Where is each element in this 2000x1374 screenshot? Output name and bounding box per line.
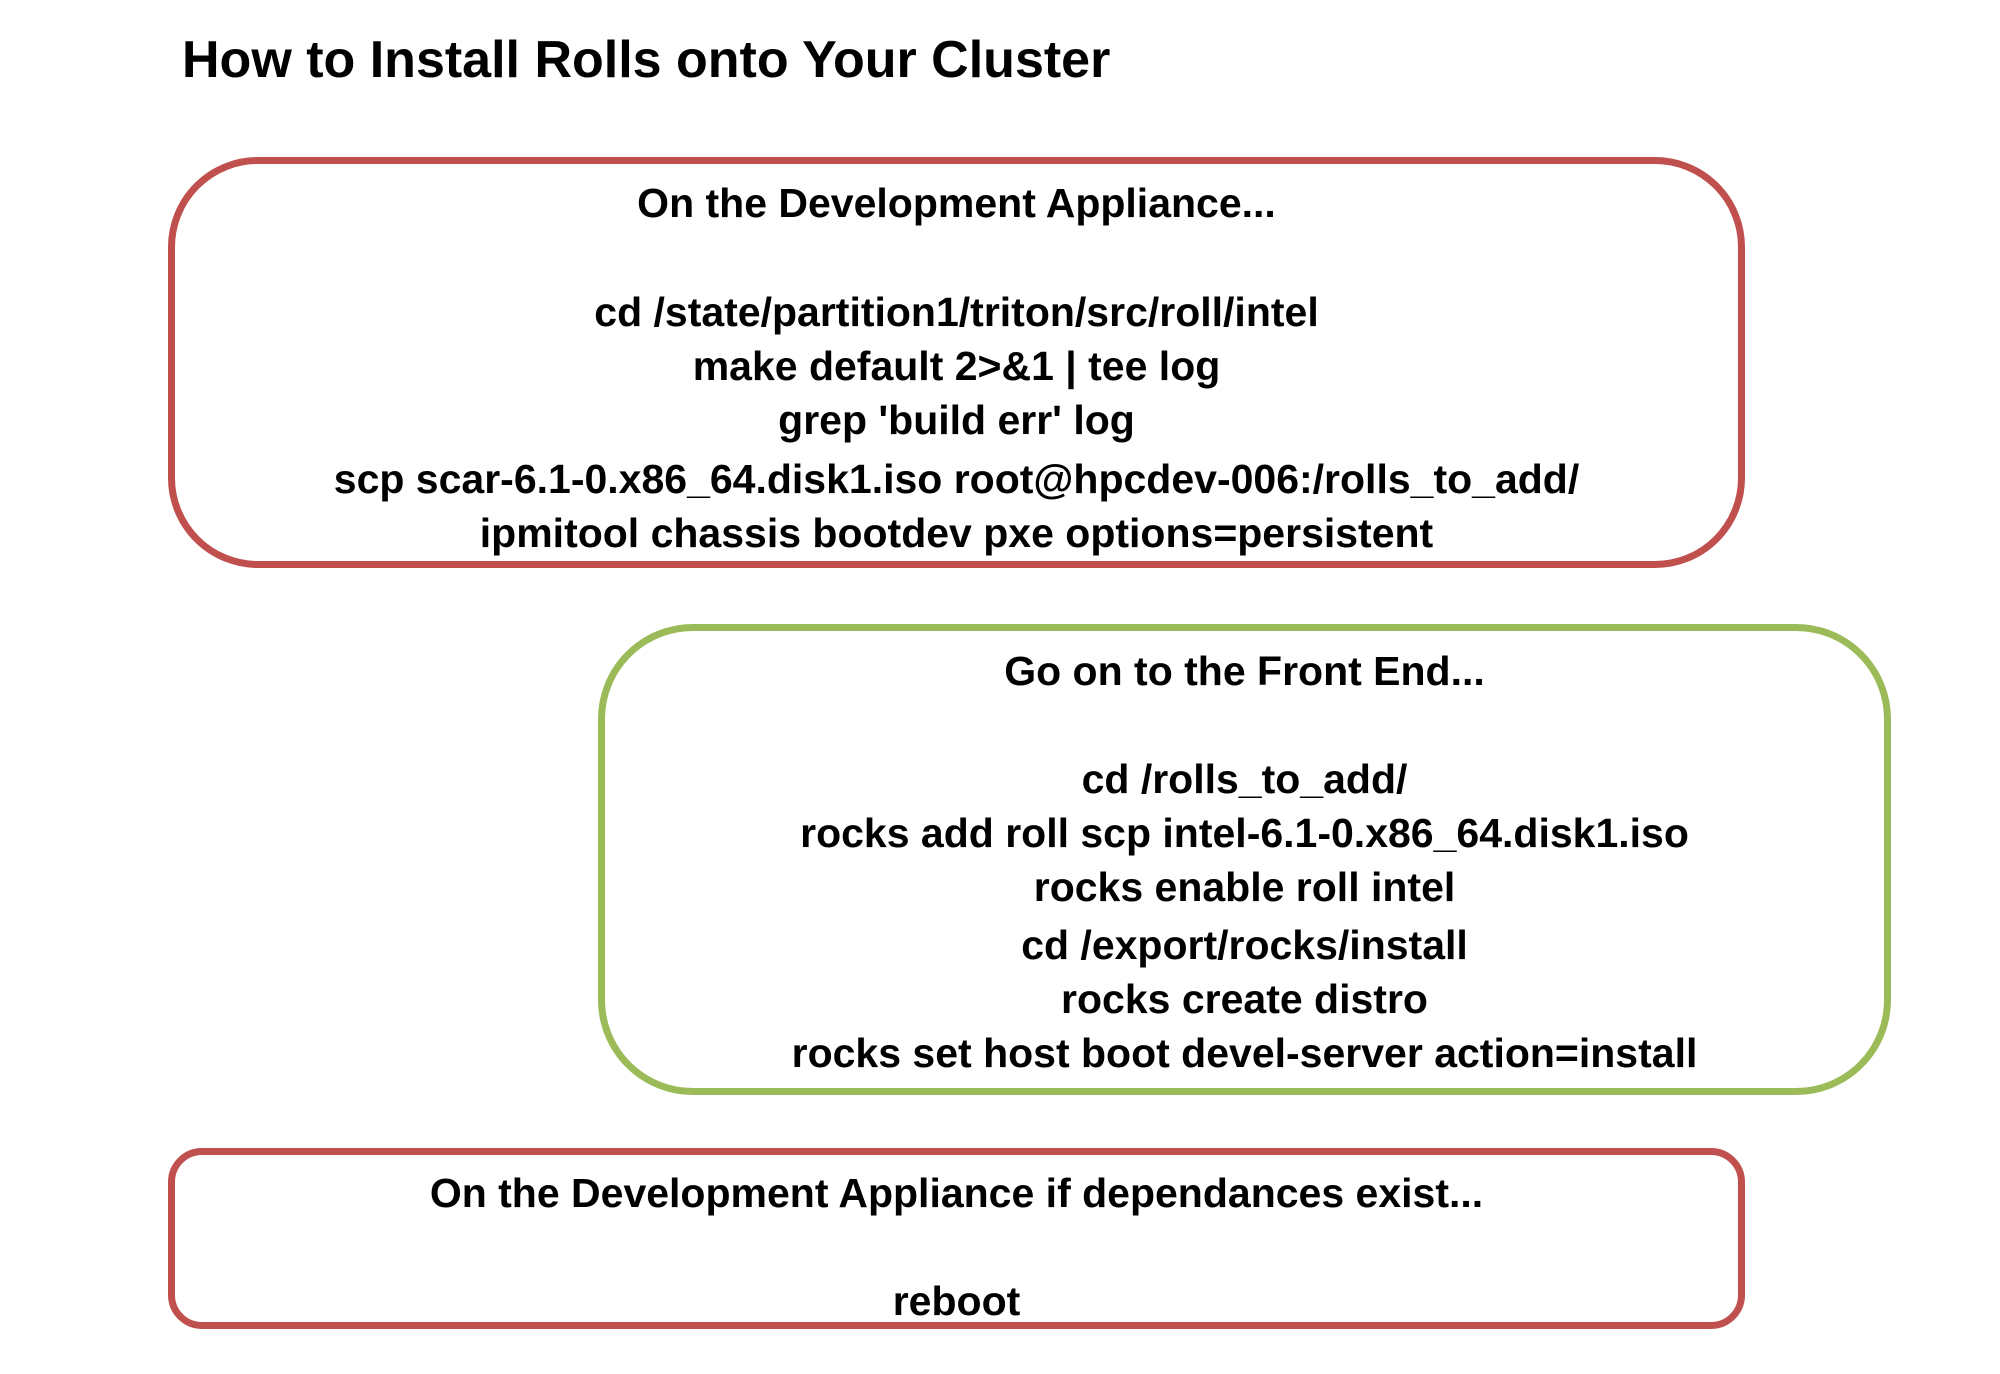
development-appliance-box: On the Development Appliance... cd /stat… [168,157,1745,568]
command-rocks-enable-roll: rocks enable roll intel [1033,864,1456,910]
command-grep-build-err: grep 'build err' log [778,397,1135,443]
command-cd-roll-src: cd /state/partition1/triton/src/roll/int… [594,289,1319,335]
dependencies-box: On the Development Appliance if dependan… [168,1148,1745,1329]
command-reboot: reboot [892,1278,1021,1324]
command-rocks-set-host-boot: rocks set host boot devel-server action=… [791,1030,1698,1076]
front-end-heading: Go on to the Front End... [1004,648,1485,694]
command-ipmitool-bootdev: ipmitool chassis bootdev pxe options=per… [479,510,1434,556]
command-make-default: make default 2>&1 | tee log [692,343,1221,389]
command-cd-export-install: cd /export/rocks/install [1021,922,1468,968]
command-rocks-create-distro: rocks create distro [1061,976,1428,1022]
command-scp-iso: scp scar-6.1-0.x86_64.disk1.iso root@hpc… [333,456,1580,502]
page-title: How to Install Rolls onto Your Cluster [182,31,1111,89]
development-appliance-heading: On the Development Appliance... [637,180,1276,226]
command-rocks-add-roll: rocks add roll scp intel-6.1-0.x86_64.di… [800,810,1689,856]
dependencies-heading: On the Development Appliance if dependan… [429,1170,1484,1216]
command-cd-rolls-to-add: cd /rolls_to_add/ [1081,756,1408,802]
front-end-box: Go on to the Front End... cd /rolls_to_a… [598,624,1891,1095]
